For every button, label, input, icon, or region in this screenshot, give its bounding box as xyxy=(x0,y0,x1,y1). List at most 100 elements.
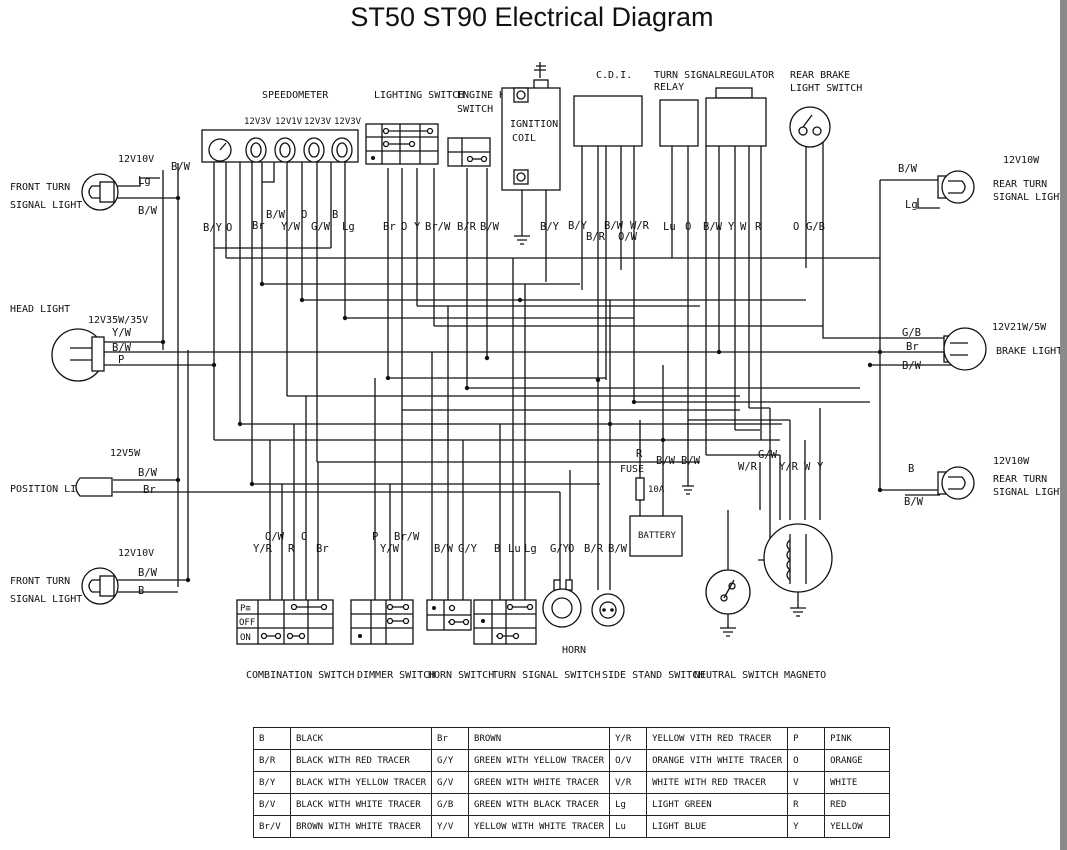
cdi-unit: C.D.I. B/Y B/R B/W O/W W/R xyxy=(568,70,650,243)
diagram-label: O/W xyxy=(618,231,638,243)
legend-code: V/R xyxy=(609,771,648,794)
diagram-label: Y/R xyxy=(779,461,799,473)
diagram-label: G/W xyxy=(311,221,331,233)
diagram-label: P≡ xyxy=(240,604,251,614)
legend-color-name: YELLOW WITH WHITE TRACER xyxy=(468,815,611,838)
legend-color-name: WHITE WITH RED TRACER xyxy=(646,771,789,794)
diagram-label: G/Y xyxy=(550,543,570,555)
diagram-label: REAR BRAKE xyxy=(790,70,850,81)
diagram-label: DIMMER SWITCH xyxy=(357,670,435,681)
diagram-label: Br xyxy=(906,341,919,353)
legend-code: Br/V xyxy=(253,815,291,838)
diagram-label: Y/R xyxy=(253,543,273,555)
combination-switch: O/W O Y/R R Br P≡ OFF ON COMBINATION SWI… xyxy=(236,531,354,681)
diagram-label: G/B xyxy=(902,327,921,339)
diagram-label: HORN xyxy=(562,645,586,656)
diagram-label: 12V3V xyxy=(244,117,272,127)
legend-code: Y/R xyxy=(609,727,648,750)
diagram-label: SIGNAL LIGHT xyxy=(10,594,82,605)
magneto: G/W W/R Y/R W Y MAGNETO xyxy=(738,449,833,681)
diagram-label: O xyxy=(301,531,307,543)
legend-code: Lu xyxy=(609,815,648,838)
diagram-label: B/W xyxy=(138,467,158,479)
legend-color-name: YELLOW VITH RED TRACER xyxy=(646,727,789,750)
diagram-label: O xyxy=(685,221,691,233)
diagram-label: P xyxy=(118,354,124,366)
diagram-label: B/W xyxy=(138,205,158,217)
diagram-label: 12V10W xyxy=(1003,155,1040,166)
diagram-label: Lu xyxy=(508,543,521,555)
diagram-label: RELAY xyxy=(654,82,684,93)
diagram-label: B xyxy=(908,463,914,475)
diagram-label: O xyxy=(301,209,307,221)
diagram-label: B/W xyxy=(171,161,191,173)
diagram-label: B/W xyxy=(608,543,628,555)
legend-code: Lg xyxy=(609,793,648,816)
head-light: HEAD LIGHT 12V35W/35V Y/W B/W P xyxy=(10,304,148,382)
diagram-label: Y/W xyxy=(380,543,400,555)
diagram-label: Lg xyxy=(342,221,355,233)
diagram-label: OFF xyxy=(239,618,255,628)
diagram-label: LIGHTING SWITCH xyxy=(374,90,464,101)
diagram-label: B/Y xyxy=(203,222,223,234)
page-edge xyxy=(1060,0,1067,850)
diagram-label: 12V35W/35V xyxy=(88,315,148,326)
legend-code: P xyxy=(787,727,826,750)
diagram-label: FRONT TURN xyxy=(10,182,70,193)
diagram-label: R xyxy=(636,448,643,460)
diagram-label: C.D.I. xyxy=(596,70,632,81)
legend-code: G/B xyxy=(431,793,470,816)
diagram-label: SIGNAL LIGHT xyxy=(10,200,82,211)
diagram-label: IGNITION xyxy=(510,119,558,130)
legend-color-name: ORANGE VITH WHITE TRACER xyxy=(646,749,789,772)
engine-kill-switch: ENGINE KILL SWITCH B/R B/W xyxy=(447,90,523,233)
horn-switch: B/W G/Y HORN SWITCH xyxy=(426,543,494,681)
rear-turn-signal-light-upper: 12V10W REAR TURN SIGNAL LIGHT B/W Lg xyxy=(898,155,1065,211)
diagram-label: ENGINE KILL xyxy=(457,90,523,101)
diagram-label: FRONT TURN xyxy=(10,576,70,587)
diagram-label: BATTERY xyxy=(638,531,677,541)
diagram-label: W/R xyxy=(738,461,758,473)
legend-color-name: BLACK WITH YELLOW TRACER xyxy=(289,771,433,794)
diagram-label: G/Y xyxy=(458,543,478,555)
legend-color-name: BLACK WITH WHITE TRACER xyxy=(289,793,433,816)
legend-color-name: GREEN WITH YELLOW TRACER xyxy=(468,749,611,772)
legend-code: Br xyxy=(431,727,470,750)
speedometer: SPEEDOMETER 12V3V 12V1V 12V3V 12V3V B/Y … xyxy=(201,90,362,234)
legend-color-name: BLACK WITH RED TRACER xyxy=(289,749,433,772)
diagram-label: W xyxy=(804,461,811,473)
diagram-label: Br/W xyxy=(394,531,420,543)
legend-code: G/Y xyxy=(431,749,470,772)
legend-color-name: BLACK xyxy=(289,727,433,750)
diagram-label: B/W xyxy=(480,221,500,233)
diagram-label: NEUTRAL SWITCH xyxy=(694,670,778,681)
diagram-label: HEAD LIGHT xyxy=(10,304,70,315)
legend-color-name: RED xyxy=(824,793,891,816)
diagram-label: Br xyxy=(252,220,265,232)
diagram-label: SIGNAL LIGHT xyxy=(993,487,1065,498)
turn-signal-relay: TURN SIGNAL RELAY Lu O xyxy=(654,70,720,233)
legend-code: R xyxy=(787,793,826,816)
legend-code: O/V xyxy=(609,749,648,772)
diagram-label: Br/W xyxy=(425,221,451,233)
legend-color-name: PINK xyxy=(824,727,891,750)
diagram-label: R xyxy=(288,543,295,555)
diagram-label: MAGNETO xyxy=(784,670,826,681)
diagram-label: O xyxy=(226,222,232,234)
diagram-label: B/W xyxy=(266,209,286,221)
diagram-label: Lg xyxy=(905,199,918,211)
regulator: REGULATOR B/W Y W R xyxy=(703,70,775,233)
legend-code: B xyxy=(253,727,291,750)
brake-light: 12V21W/5W BRAKE LIGHT G/B Br B/W xyxy=(902,322,1062,372)
diagram-title: ST50 ST90 Electrical Diagram xyxy=(350,2,713,32)
diagram-label: 12V10V xyxy=(118,154,154,165)
diagram-label: G/B xyxy=(806,221,825,233)
diagram-label: Br xyxy=(383,221,396,233)
rear-turn-signal-light-lower: 12V10W REAR TURN SIGNAL LIGHT B B/W xyxy=(904,456,1065,508)
